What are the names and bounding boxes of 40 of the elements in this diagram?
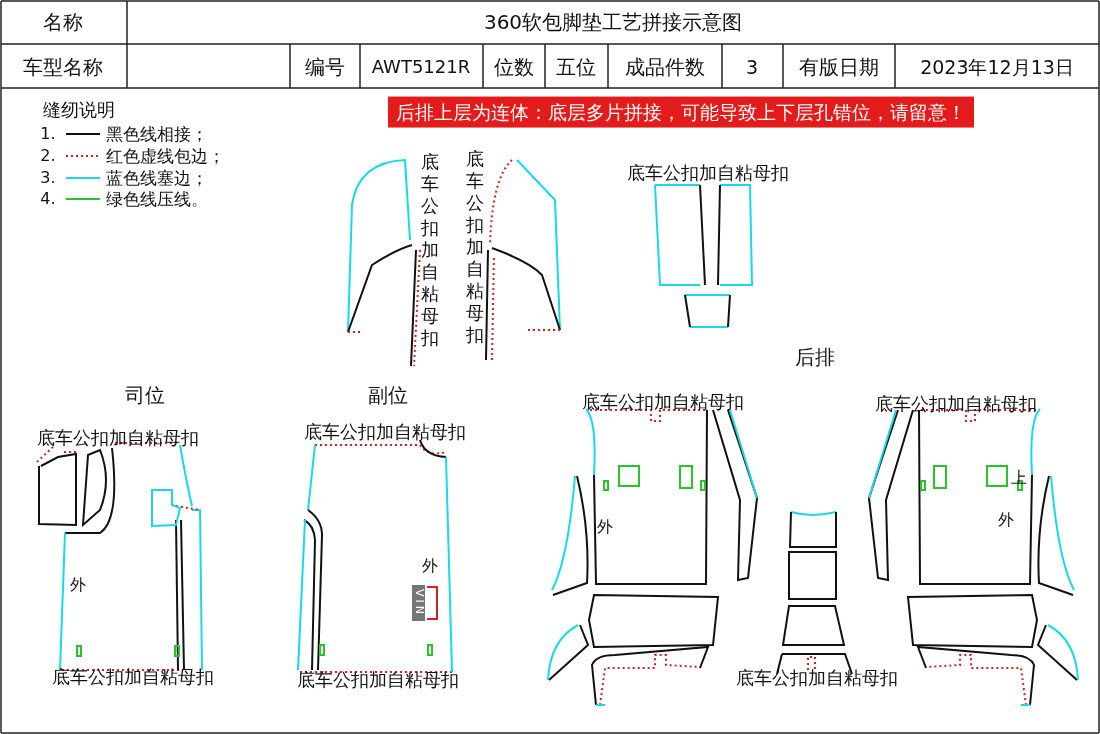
legend-heading: 缝纫说明: [43, 100, 115, 120]
side-marker: 外: [422, 557, 438, 575]
note-text: 底车公扣加自粘母扣: [304, 422, 466, 442]
table-text: 编号: [305, 56, 345, 78]
side-marker: 外: [70, 576, 86, 594]
table-text: 五位: [556, 56, 596, 78]
table-text: 名称: [43, 11, 83, 33]
section-heading: 后排: [795, 346, 835, 368]
legend-number: 3.: [40, 169, 56, 187]
note-text: 底车公扣加自粘母扣: [875, 394, 1037, 414]
side-marker: 外: [597, 518, 613, 536]
legend-number: 1.: [40, 125, 56, 143]
table-text: AWT5121R: [371, 57, 471, 77]
section-heading: 副位: [368, 384, 408, 406]
note-text: 底车公扣加自粘母扣: [582, 392, 744, 412]
legend-text: 蓝色线塞边；: [106, 168, 208, 188]
note-text: 底车公扣加自粘母扣: [52, 667, 214, 687]
section-heading: 司位: [125, 384, 165, 406]
table-text: 3: [745, 56, 759, 78]
table-text: 位数: [494, 56, 534, 78]
side-marker: 外: [998, 511, 1014, 529]
table-text: 有版日期: [799, 56, 879, 78]
title-text: 360软包脚垫工艺拼接示意图: [483, 11, 743, 33]
note-text: 底车公扣加自粘母扣: [465, 148, 485, 346]
warning-banner: 后排上层为连体：底层多片拼接，可能导致上下层孔错位，请留意！: [388, 96, 974, 128]
legend-text: 黑色线相接；: [106, 124, 208, 144]
table-text: 成品件数: [625, 56, 705, 78]
note-text: 底车公扣加自粘母扣: [420, 151, 440, 349]
note-text: 底车公扣加自粘母扣: [736, 668, 898, 688]
note-text: 底车公扣加自粘母扣: [297, 670, 459, 690]
table-text: 2023年12月13日: [920, 56, 1074, 78]
vin-text: VIN: [412, 589, 426, 617]
table-text: 车型名称: [23, 56, 103, 78]
legend-number: 2.: [40, 147, 56, 165]
side-marker: 上: [1011, 469, 1027, 487]
legend-text: 绿色线压线。: [106, 189, 208, 209]
legend-number: 4.: [40, 190, 56, 208]
note-text: 底车公扣加自粘母扣: [37, 428, 199, 448]
note-text: 底车公扣加自粘母扣: [627, 163, 789, 183]
legend-text: 红色虚线包边；: [106, 146, 225, 166]
